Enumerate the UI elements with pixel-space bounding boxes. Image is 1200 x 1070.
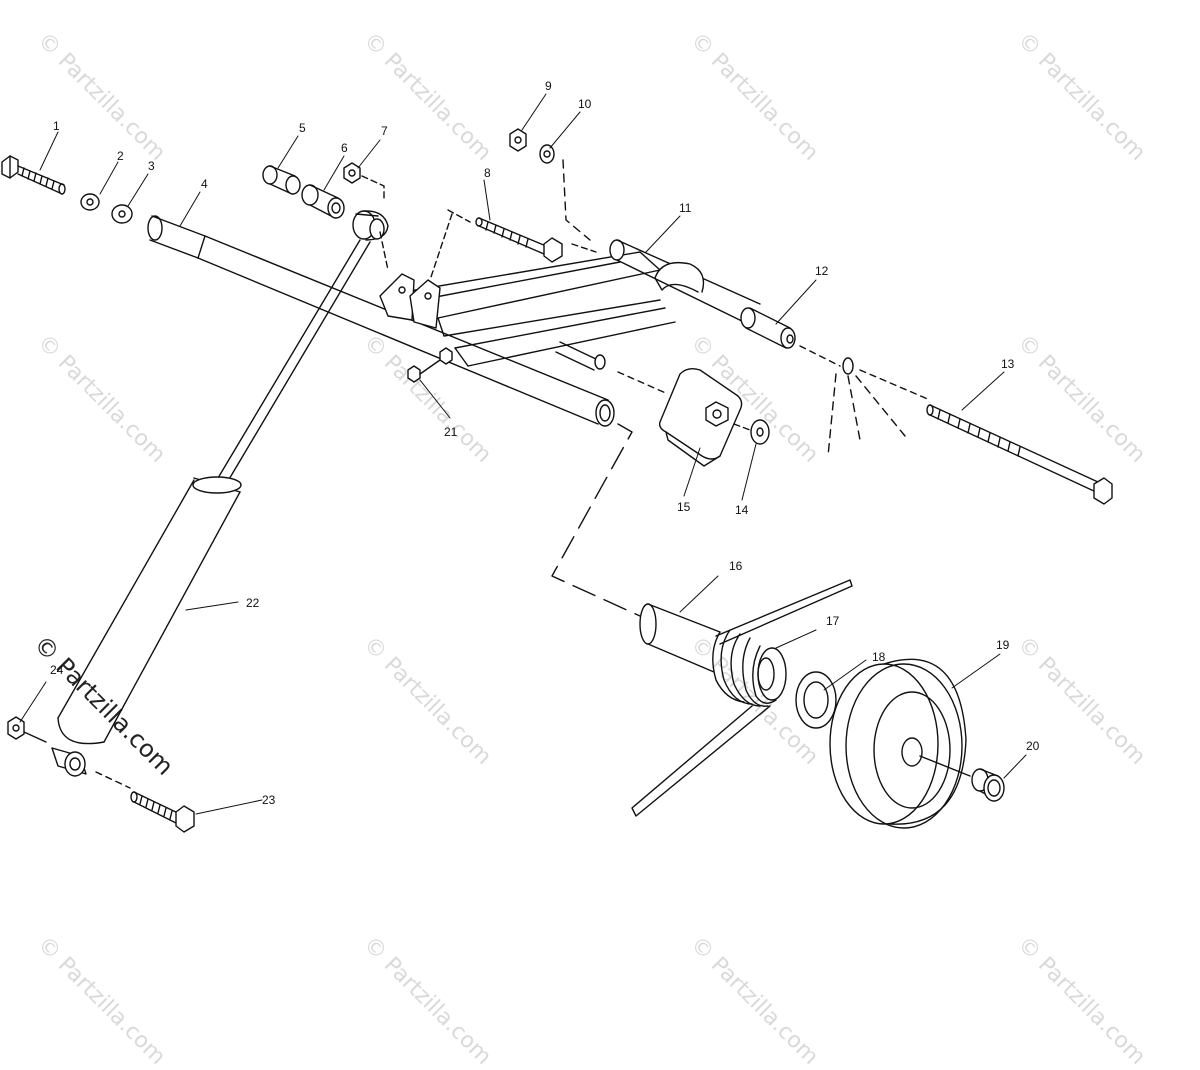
parts-diagram: © Partzilla.com © Partzilla.com © Partzi… [1, 28, 1150, 1070]
label-part-16: 16 [729, 559, 743, 573]
label-part-9: 9 [545, 79, 552, 93]
part-labels: 1 2 3 4 5 6 7 8 9 10 11 12 13 14 15 16 1… [50, 79, 1040, 807]
bolt-part-1 [1, 155, 66, 195]
label-part-17: 17 [826, 614, 840, 628]
label-part-24: 24 [50, 663, 64, 677]
label-part-6: 6 [341, 141, 348, 155]
label-part-11: 11 [679, 201, 692, 215]
label-part-14: 14 [735, 503, 749, 517]
shock-part-22 [57, 210, 389, 745]
diagram-drawing: 1 2 3 4 5 6 7 8 9 10 11 12 13 14 15 16 1… [1, 79, 1113, 833]
sleeve-part-16 [639, 603, 721, 673]
bolt-part-8 [475, 217, 563, 263]
label-part-15: 15 [677, 500, 691, 514]
label-part-12: 12 [815, 264, 829, 278]
washer-part-2 [80, 193, 100, 211]
bushing-part-5 [262, 165, 301, 195]
label-part-22: 22 [246, 596, 260, 610]
label-part-8: 8 [484, 166, 491, 180]
washer-part-18 [795, 671, 837, 729]
label-part-23: 23 [262, 793, 276, 807]
nut-part-9 [509, 128, 527, 152]
bolt-part-23 [95, 771, 195, 833]
nut-part-21b [407, 365, 421, 383]
leader-lines [19, 93, 1027, 815]
tube-part-11 [609, 239, 761, 327]
rod-segment [555, 341, 606, 371]
pad-part-15 [658, 367, 743, 467]
nut-part-21a [439, 347, 453, 365]
label-part-7: 7 [381, 124, 388, 138]
bushing-part-6 [301, 184, 345, 219]
label-part-21: 21 [444, 425, 458, 439]
a-arm [379, 213, 676, 367]
wheel-part-19 [829, 658, 971, 829]
spring-part-17 [631, 579, 853, 817]
label-part-10: 10 [578, 97, 592, 111]
label-part-19: 19 [996, 638, 1010, 652]
washer-part-14 [750, 419, 770, 445]
label-part-13: 13 [1001, 357, 1015, 371]
shock-eye [51, 747, 87, 777]
label-part-3: 3 [148, 159, 155, 173]
label-part-2: 2 [117, 149, 124, 163]
bolt-part-13 [827, 357, 1113, 505]
bushing-part-12 [740, 307, 796, 349]
label-part-4: 4 [201, 177, 208, 191]
nut-part-24 [7, 716, 25, 740]
label-part-5: 5 [299, 121, 306, 135]
bushing-part-20 [971, 768, 1005, 802]
washer-part-10 [539, 144, 555, 164]
label-part-1: 1 [53, 119, 60, 133]
label-part-20: 20 [1026, 739, 1040, 753]
label-part-18: 18 [872, 650, 886, 664]
nut-part-7 [343, 162, 361, 184]
washer-part-3 [111, 204, 133, 224]
